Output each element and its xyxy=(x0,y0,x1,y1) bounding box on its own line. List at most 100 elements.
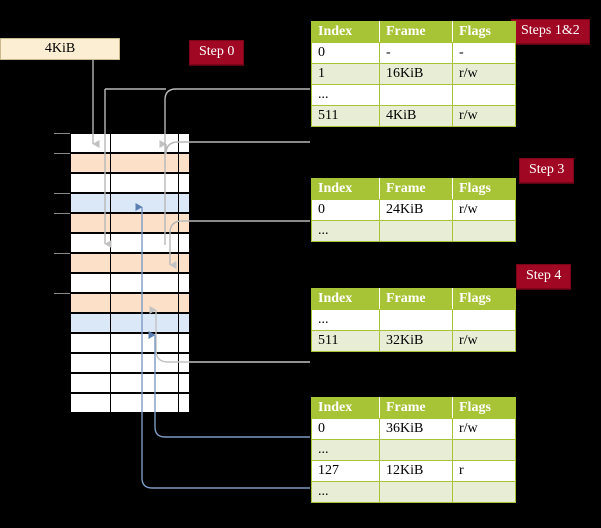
table-row: 127 12KiB r xyxy=(311,460,516,482)
table-l1-th-index: Index xyxy=(311,397,380,419)
cell-flags: r xyxy=(452,460,516,482)
memory-row xyxy=(70,373,190,393)
cell-frame: 4KiB xyxy=(379,105,453,127)
memory-row-tick xyxy=(54,133,70,134)
memory-row xyxy=(70,193,190,213)
badge-step-4-label: Step 4 xyxy=(526,268,562,283)
memory-row-tick xyxy=(54,253,70,254)
table-l4-th-index: Index xyxy=(311,21,380,43)
cell-index: 511 xyxy=(311,330,380,352)
cell-index: ... xyxy=(311,220,380,242)
memory-row-tick xyxy=(54,153,70,154)
badge-step-4: Step 4 xyxy=(516,264,572,289)
memory-row xyxy=(70,353,190,373)
cell-frame: 16KiB xyxy=(379,63,453,85)
cell-index: ... xyxy=(311,309,380,331)
cell-flags: r/w xyxy=(452,199,516,221)
memory-row-tick xyxy=(54,213,70,214)
table-row: ... xyxy=(311,481,516,503)
memory-row xyxy=(70,233,190,253)
table-l2: Index Frame Flags ... 511 32KiB r/w xyxy=(311,288,516,352)
cell-frame xyxy=(379,309,453,331)
cell-index: 127 xyxy=(311,460,380,482)
cell-frame: 36KiB xyxy=(379,418,453,440)
memory-column-separator xyxy=(110,133,111,413)
memory-row-tick xyxy=(54,193,70,194)
table-l3: Index Frame Flags 0 24KiB r/w ... xyxy=(311,178,516,242)
table-l3-th-frame: Frame xyxy=(379,178,453,200)
badge-step-3-label: Step 3 xyxy=(529,162,565,177)
table-row: ... xyxy=(311,439,516,461)
table-l2-th-index: Index xyxy=(311,288,380,310)
badge-steps-1-2-label: Steps 1&2 xyxy=(521,23,580,38)
cell-frame: - xyxy=(379,42,453,64)
table-l2-th-frame: Frame xyxy=(379,288,453,310)
cell-flags: r/w xyxy=(452,330,516,352)
cell-index: ... xyxy=(311,439,380,461)
cell-flags xyxy=(452,439,516,461)
table-row: ... xyxy=(311,220,516,242)
memory-row-tick xyxy=(54,293,70,294)
cell-index: 511 xyxy=(311,105,380,127)
table-l3-th-index: Index xyxy=(311,178,380,200)
table-row: 0 - - xyxy=(311,42,516,64)
table-row: 0 36KiB r/w xyxy=(311,418,516,440)
table-row: 511 32KiB r/w xyxy=(311,330,516,352)
memory-row xyxy=(70,273,190,293)
cell-flags xyxy=(452,84,516,106)
table-l1: Index Frame Flags 0 36KiB r/w ... 127 12… xyxy=(311,397,516,503)
memory-row xyxy=(70,333,190,353)
table-l3-header-row: Index Frame Flags xyxy=(311,178,516,200)
cell-frame: 12KiB xyxy=(379,460,453,482)
cell-flags xyxy=(452,220,516,242)
table-l2-header-row: Index Frame Flags xyxy=(311,288,516,310)
wire-l3-to-mem xyxy=(169,220,310,269)
table-l4-th-flags: Flags xyxy=(452,21,516,43)
cell-frame xyxy=(379,220,453,242)
cell-index: 1 xyxy=(311,63,380,85)
table-row: ... xyxy=(311,84,516,106)
cell-flags: r/w xyxy=(452,418,516,440)
table-row: 0 24KiB r/w xyxy=(311,199,516,221)
cell-flags: r/w xyxy=(452,63,516,85)
cell-frame: 32KiB xyxy=(379,330,453,352)
badge-step-0-label: Step 0 xyxy=(199,44,235,59)
cell-frame xyxy=(379,481,453,503)
cell-flags xyxy=(452,481,516,503)
memory-row xyxy=(70,213,190,233)
table-l1-th-flags: Flags xyxy=(452,397,516,419)
memory-row xyxy=(70,293,190,313)
memory-column-separator xyxy=(178,133,179,413)
memory-row xyxy=(70,253,190,273)
badge-step-0: Step 0 xyxy=(189,40,245,65)
cell-flags xyxy=(452,309,516,331)
table-l4-th-frame: Frame xyxy=(379,21,453,43)
memory-row xyxy=(70,133,190,153)
memory-row xyxy=(70,153,190,173)
cell-frame xyxy=(379,84,453,106)
cell-index: 0 xyxy=(311,199,380,221)
table-l4-header-row: Index Frame Flags xyxy=(311,21,516,43)
table-row: 1 16KiB r/w xyxy=(311,63,516,85)
table-row: 511 4KiB r/w xyxy=(311,105,516,127)
table-l2-th-flags: Flags xyxy=(452,288,516,310)
cell-frame: 24KiB xyxy=(379,199,453,221)
page-frame-box: 4KiB xyxy=(0,38,120,60)
cell-flags: - xyxy=(452,42,516,64)
table-row: ... xyxy=(311,309,516,331)
table-l4: Index Frame Flags 0 - - 1 16KiB r/w ... xyxy=(311,21,516,127)
badge-steps-1-2: Steps 1&2 xyxy=(511,19,590,44)
badge-step-3: Step 3 xyxy=(519,158,575,183)
cell-index: 0 xyxy=(311,418,380,440)
cell-index: ... xyxy=(311,84,380,106)
page-frame-label: 4KiB xyxy=(44,41,76,56)
memory-row xyxy=(70,173,190,193)
memory-column xyxy=(54,133,190,413)
cell-index: ... xyxy=(311,481,380,503)
cell-index: 0 xyxy=(311,42,380,64)
memory-row xyxy=(70,313,190,333)
table-l3-th-flags: Flags xyxy=(452,178,516,200)
table-l1-header-row: Index Frame Flags xyxy=(311,397,516,419)
cell-flags: r/w xyxy=(452,105,516,127)
